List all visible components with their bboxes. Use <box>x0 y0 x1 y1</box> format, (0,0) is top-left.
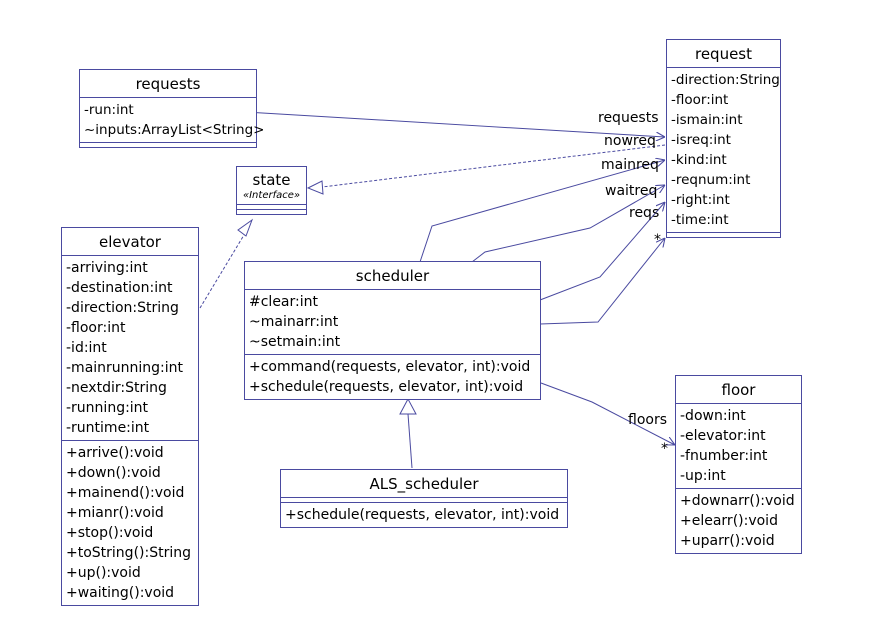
attribute: -id:int <box>66 340 107 356</box>
class-requests[interactable]: requests -run:int ~inputs:ArrayList<Stri… <box>79 69 265 148</box>
class-request-name: request <box>667 40 780 68</box>
operation: +down():void <box>66 465 161 481</box>
class-floor-name: floor <box>676 376 801 404</box>
attribute: ~setmain:int <box>249 334 341 350</box>
attribute: -kind:int <box>671 152 727 168</box>
attribute: -up:int <box>680 468 726 484</box>
attribute: -destination:int <box>66 280 173 296</box>
assoc-label-reqs: reqs <box>629 205 660 221</box>
attribute: -floor:int <box>66 320 126 336</box>
attribute: -run:int <box>84 102 134 118</box>
operation: +mianr():void <box>66 505 164 521</box>
operation: +schedule(requests, elevator, int):void <box>285 507 560 523</box>
attribute: -nextdir:String <box>66 380 167 396</box>
operation: +stop():void <box>66 525 154 541</box>
interface-stereotype: «Interface» <box>242 190 301 201</box>
realization-request-state <box>321 144 666 188</box>
attribute: -direction:String <box>66 300 179 316</box>
operation: +waiting():void <box>66 585 175 601</box>
class-request[interactable]: request -direction:String -floor:int -is… <box>666 39 781 238</box>
attribute: #clear:int <box>249 294 318 310</box>
class-als-scheduler[interactable]: ALS_scheduler +schedule(requests, elevat… <box>280 469 568 528</box>
class-scheduler[interactable]: scheduler #clear:int ~mainarr:int ~setma… <box>244 261 541 400</box>
class-als-scheduler-name: ALS_scheduler <box>281 470 567 498</box>
assoc-multiplicity-reqs: * <box>654 232 661 248</box>
assoc-reqs-line-2 <box>539 238 665 325</box>
attribute: -elevator:int <box>680 428 766 444</box>
operations-section <box>667 233 780 237</box>
attribute: ~inputs:ArrayList<String> <box>84 122 265 138</box>
assoc-mainreq-line <box>419 160 665 263</box>
operation: +elearr():void <box>680 513 778 529</box>
generalization-arrowhead <box>399 397 417 415</box>
interface-state-name: state <box>252 171 291 189</box>
attributes-section <box>237 205 306 210</box>
attribute: -right:int <box>671 192 730 208</box>
class-elevator-name: elevator <box>62 228 198 256</box>
attribute: -isreq:int <box>671 132 731 148</box>
attribute: -direction:String <box>671 72 780 88</box>
interface-state-header: state «Interface» <box>237 167 306 205</box>
attribute: -fnumber:int <box>680 448 768 464</box>
attributes-section <box>281 498 567 503</box>
attribute: -floor:int <box>671 92 729 108</box>
interface-state[interactable]: state «Interface» <box>236 166 307 215</box>
assoc-label-floors: floors <box>628 412 667 428</box>
realization-elevator-state <box>199 224 251 309</box>
attribute: -ismain:int <box>671 112 743 128</box>
operation: +mainend():void <box>66 485 185 501</box>
attribute: -time:int <box>671 212 729 228</box>
realization-elevator-arrowhead <box>237 218 254 237</box>
operation: +toString():String <box>66 545 191 561</box>
assoc-reqs-line <box>539 202 665 301</box>
assoc-label-mainreq: mainreq <box>601 157 659 173</box>
attribute: ~mainarr:int <box>249 314 339 330</box>
operations-section <box>80 143 256 147</box>
attribute: -runtime:int <box>66 420 150 436</box>
operation: +command(requests, elevator, int):void <box>249 359 531 375</box>
assoc-label-nowreq: nowreq <box>604 133 656 149</box>
operation: +downarr():void <box>680 493 795 509</box>
attribute: -reqnum:int <box>671 172 751 188</box>
assoc-label-waitreq: waitreq <box>605 183 658 199</box>
assoc-floors-line <box>540 382 675 445</box>
attribute: -arriving:int <box>66 260 148 276</box>
attribute: -mainrunning:int <box>66 360 184 376</box>
generalization-line <box>407 413 413 469</box>
assoc-waitreq-line <box>471 185 665 263</box>
assoc-label-requests: requests <box>598 110 659 126</box>
assoc-multiplicity-floors: * <box>661 441 668 457</box>
class-scheduler-name: scheduler <box>245 262 540 290</box>
class-elevator[interactable]: elevator -arriving:int -destination:int … <box>61 227 199 606</box>
attribute: -running:int <box>66 400 149 416</box>
attribute: -down:int <box>680 408 746 424</box>
operation: +schedule(requests, elevator, int):void <box>249 379 524 395</box>
operation: +up():void <box>66 565 141 581</box>
realization-request-arrowhead <box>306 180 324 195</box>
assoc-requests-line <box>245 111 665 137</box>
operation: +uparr():void <box>680 533 775 549</box>
operation: +arrive():void <box>66 445 164 461</box>
operations-section <box>237 210 306 214</box>
class-requests-name: requests <box>80 70 256 98</box>
class-floor[interactable]: floor -down:int -elevator:int -fnumber:i… <box>675 375 802 554</box>
